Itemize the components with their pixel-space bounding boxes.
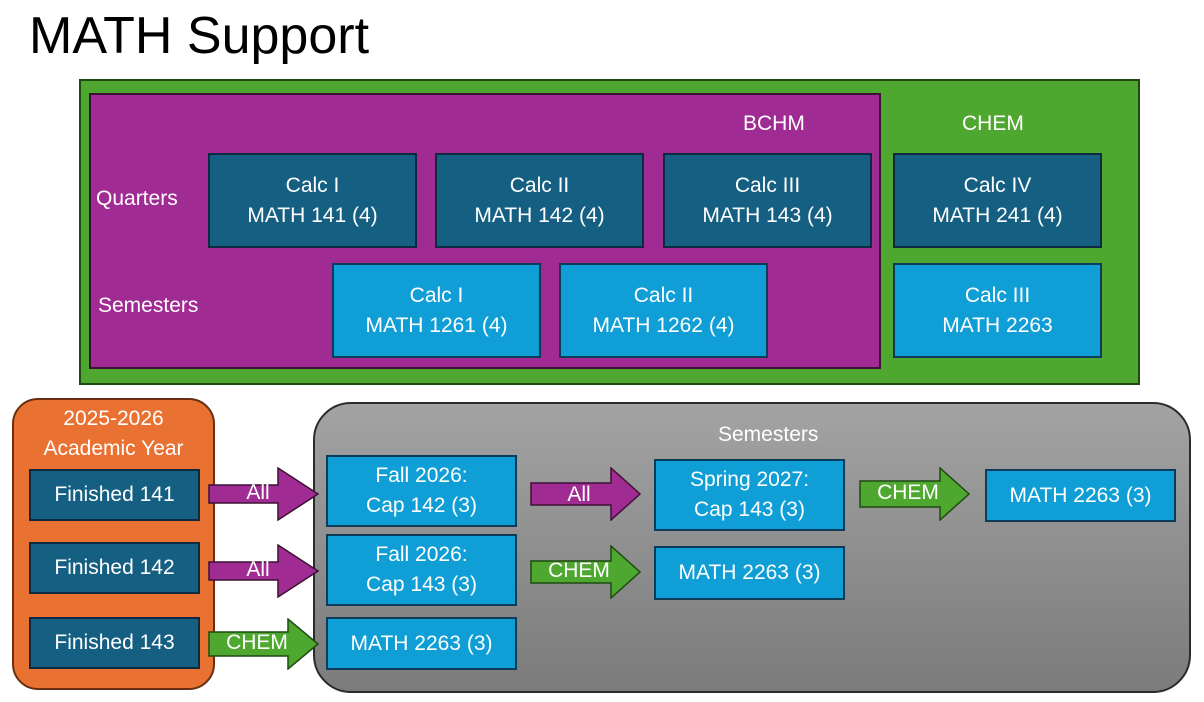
fall-2026-cap142-box: Fall 2026: Cap 142 (3) [326,455,517,527]
right-arrow-icon [530,545,642,599]
right-arrow-icon [208,467,320,521]
arrow-label: All [246,481,270,504]
course-code: MATH 1262 (4) [592,313,735,337]
arrow-label: All [567,483,591,506]
course-code: MATH 2263 (3) [350,631,493,655]
course-box-math-1262: Calc II MATH 1262 (4) [559,263,768,358]
course-code: Cap 142 (3) [366,494,477,517]
course-box-math-2263: Calc III MATH 2263 [893,263,1102,358]
course-name: Calc I [285,173,340,197]
arrow-label: CHEM [877,481,939,504]
math-2263-box-row1: MATH 2263 (3) [985,469,1176,522]
course-box-math-241: Calc IV MATH 241 (4) [893,153,1102,248]
quarters-row-label: Quarters [96,187,178,210]
course-code: MATH 2263 (3) [1009,483,1152,507]
course-box-math-1261: Calc I MATH 1261 (4) [332,263,541,358]
finished-142-box: Finished 142 [29,542,200,594]
course-name: Calc III [964,283,1031,307]
term-label: Fall 2026: [375,543,468,566]
course-code: Cap 143 (3) [694,498,805,521]
academic-year-label: Academic Year [43,437,184,460]
arrow-chem-cap143-spring-to-2263: CHEM [859,467,971,521]
math-2263-box-row2: MATH 2263 (3) [654,546,845,600]
arrow-chem-cap143-to-2263: CHEM [530,545,642,599]
chem-label: CHEM [962,112,1024,135]
arrow-all-142: All [208,544,320,598]
arrow-all-cap142-to-cap143: All [530,467,642,521]
course-name: Calc III [734,173,801,197]
fall-2026-cap143-box: Fall 2026: Cap 143 (3) [326,534,517,606]
semesters-row-label: Semesters [98,294,199,317]
course-code: MATH 142 (4) [474,203,605,227]
semesters-panel-label: Semesters [718,423,819,446]
arrow-label: CHEM [548,559,610,582]
arrow-chem-143: CHEM [208,618,320,670]
course-box-math-142: Calc II MATH 142 (4) [435,153,644,248]
arrow-label: All [246,558,270,581]
course-name: Calc II [633,283,694,307]
right-arrow-icon [208,544,320,598]
finished-143-box: Finished 143 [29,617,200,669]
course-code: MATH 2263 [942,313,1053,337]
course-code: MATH 141 (4) [247,203,378,227]
finished-141-box: Finished 141 [29,469,200,521]
finished-label: Finished 143 [54,631,175,654]
page-title: MATH Support [29,7,370,65]
math-2263-box-row3: MATH 2263 (3) [326,617,517,670]
right-arrow-icon [530,467,642,521]
finished-label: Finished 141 [54,483,175,506]
arrow-label: CHEM [226,631,288,654]
course-code: MATH 241 (4) [932,203,1063,227]
finished-label: Finished 142 [54,556,175,579]
term-label: Fall 2026: [375,464,468,487]
right-arrow-icon [208,618,320,670]
right-arrow-icon [859,467,971,521]
academic-year-range: 2025-2026 [63,407,164,430]
course-box-math-143: Calc III MATH 143 (4) [663,153,872,248]
course-name: Calc IV [963,173,1032,197]
academic-year-title: 2025-2026 Academic Year [12,404,215,464]
course-name: Calc I [409,283,464,307]
spring-2027-cap143-box: Spring 2027: Cap 143 (3) [654,459,845,531]
course-code: MATH 2263 (3) [678,561,821,584]
term-label: Spring 2027: [689,468,810,491]
course-code: MATH 143 (4) [702,203,833,227]
course-box-math-141: Calc I MATH 141 (4) [208,153,417,248]
course-name: Calc II [509,173,570,197]
arrow-all-141: All [208,467,320,521]
bchm-label: BCHM [743,112,805,135]
course-code: MATH 1261 (4) [365,313,508,337]
course-code: Cap 143 (3) [366,573,477,596]
